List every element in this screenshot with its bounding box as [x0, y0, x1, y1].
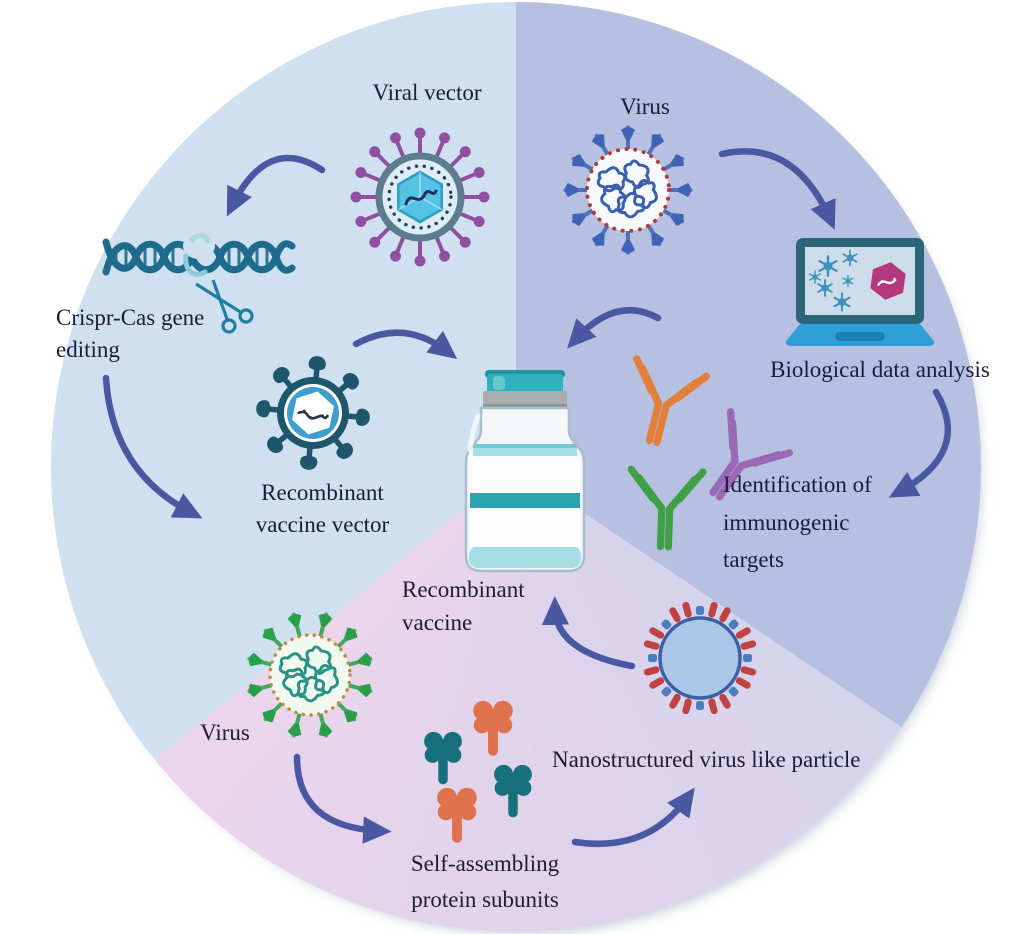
viral-vector-virus-icon	[348, 125, 492, 269]
blue-virus-icon	[561, 123, 695, 257]
vial-label-stripe	[470, 493, 580, 508]
label-virus-bottom: Virus	[200, 720, 250, 745]
vial-cap	[487, 374, 563, 393]
arrow-virus-to-subunits	[293, 753, 392, 844]
subunit-teal	[494, 764, 532, 818]
arrow-nanoparticle-to-vial	[541, 596, 636, 670]
laptop-touchpad	[835, 332, 885, 341]
label-recombinant-vector: Recombinant vaccine vector	[255, 480, 390, 538]
screen-dna-hexagon	[870, 262, 906, 300]
label-biological-data: Biological data analysis	[770, 357, 990, 382]
dna-strand-icon	[297, 410, 329, 420]
excised-dna-piece	[183, 253, 208, 277]
scissors-icon	[195, 279, 254, 334]
subunit-coral	[473, 700, 513, 756]
arrow-subunits-to-nanoparticle	[571, 787, 695, 848]
arrow-crispr-to-vector	[102, 374, 203, 519]
arrow-vector-to-vial	[352, 329, 458, 360]
flow-arrows	[102, 148, 952, 848]
label-nanostructured: Nanostructured virus like particle	[552, 747, 861, 772]
subunit-teal	[424, 731, 462, 785]
protein-subunits-icon	[424, 700, 532, 843]
subunit-coral	[437, 787, 477, 843]
arrow-viralvector-to-crispr	[226, 154, 326, 217]
dna-scissors-icon	[102, 232, 296, 334]
label-self-assembling: Self-assembling protein subunits	[410, 851, 560, 912]
vial-liquid-bottom	[469, 546, 581, 568]
antibody-orange	[618, 359, 706, 450]
label-crispr: Crispr-Cas gene editing	[56, 305, 205, 362]
membrane-dots	[268, 633, 352, 717]
arrow-virus-to-laptop	[718, 148, 836, 230]
label-recombinant-vaccine: Recombinant vaccine	[402, 577, 525, 636]
label-virus-top: Virus	[620, 94, 670, 119]
antibody-green	[629, 469, 703, 548]
vial-neck-band	[483, 391, 567, 408]
vaccine-vial-icon	[464, 370, 586, 573]
dna-strand-icon	[404, 189, 438, 206]
arrow-antibodies-to-vial	[567, 307, 662, 349]
arrow-laptop-to-targets	[888, 388, 952, 498]
label-viral-vector: Viral vector	[372, 80, 482, 105]
laptop-icon	[785, 238, 935, 346]
nanoparticle-icon	[643, 601, 757, 715]
recombinant-vector-virus-icon	[255, 355, 370, 470]
label-identification: Identification of immunogenic targets	[723, 472, 872, 573]
membrane-dots	[585, 147, 671, 233]
green-virus-icon	[243, 608, 377, 742]
